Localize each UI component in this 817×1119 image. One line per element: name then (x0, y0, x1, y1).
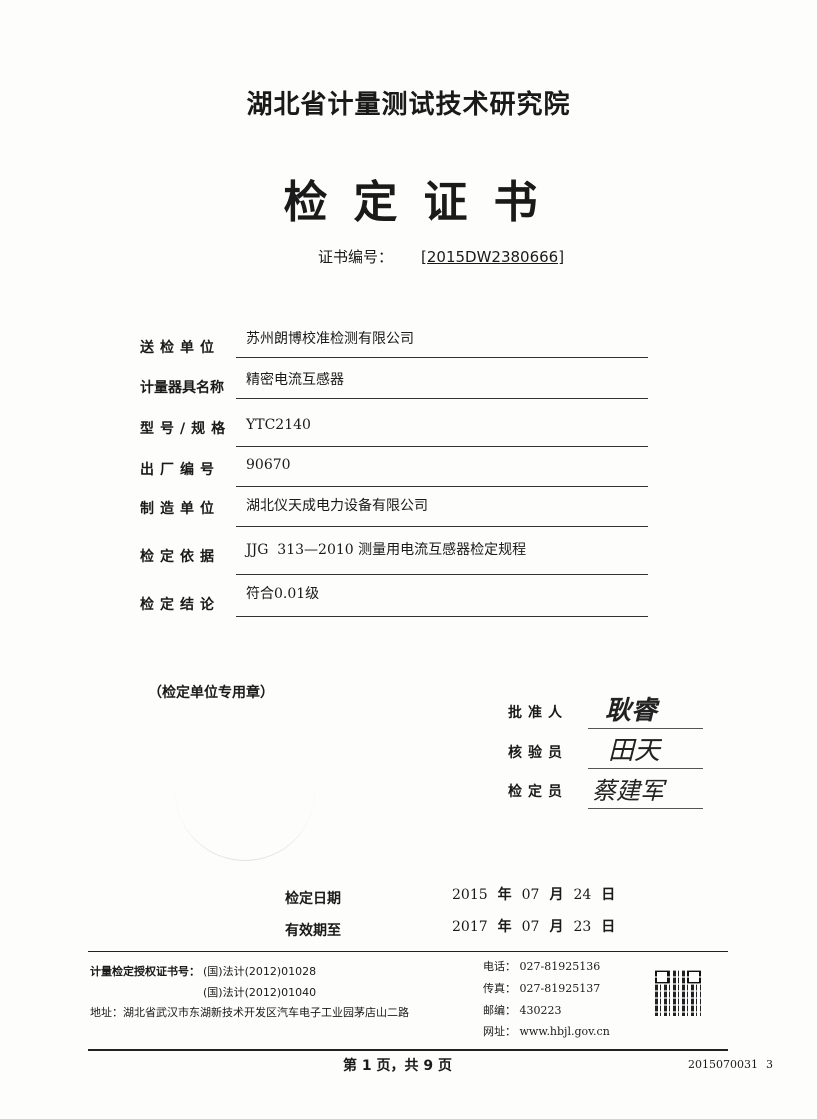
postcode: 邮编： 430223 (483, 1004, 562, 1017)
field-value: 精密电流互感器 (246, 372, 344, 388)
field-underline (236, 486, 648, 487)
verify-date: 2015 年 07 月 24 日 (452, 884, 625, 904)
signature: 蔡建军 (592, 777, 664, 805)
month: 07 (521, 919, 540, 935)
institute-name: 湖北省计量测试技术研究院 (246, 90, 571, 120)
day: 24 (573, 887, 592, 903)
signature: 田天 (608, 736, 661, 766)
month: 07 (521, 887, 540, 903)
signature-role: 核验员 (508, 745, 568, 761)
signature-line (588, 808, 703, 809)
address: 地址：湖北省武汉市东湖新技术开发区汽车电子工业园茅店山二路 (90, 1006, 409, 1019)
website: 网址： www.hbjl.gov.cn (483, 1025, 610, 1038)
document-title: 检定证书 (283, 177, 564, 228)
signature-line (588, 728, 703, 729)
page-indicator: 第 1 页，共 9 页 (343, 1058, 452, 1074)
footer-divider-top (88, 951, 728, 952)
footer-divider-bottom (88, 1049, 728, 1051)
verify-date-label: 检定日期 (285, 891, 341, 907)
cert-no-label: 证书编号： (318, 248, 394, 266)
auth-cert-label: 计量检定授权证书号： (90, 965, 200, 978)
copy-number: 3 (766, 1058, 773, 1071)
qr-code (655, 970, 701, 1016)
stamp-label: （检定单位专用章） (148, 685, 274, 701)
field-label: 送检单位 (140, 340, 220, 356)
day-unit: 日 (601, 887, 616, 903)
signature: 耿睿 (605, 696, 658, 726)
fax: 传真： 027-81925137 (483, 982, 601, 995)
field-underline (236, 357, 648, 358)
field-value: JJG 313—2010 测量用电流互感器检定规程 (246, 542, 527, 558)
field-value: 符合0.01级 (246, 586, 320, 602)
official-seal (175, 760, 315, 861)
field-underline (236, 616, 648, 617)
year: 2015 (452, 887, 488, 903)
field-value: 苏州朗博校准检测有限公司 (246, 331, 414, 347)
cert-no-value: [2015DW2380666] (421, 248, 565, 266)
field-underline (236, 574, 648, 575)
valid-until-label: 有效期至 (285, 923, 341, 939)
field-underline (236, 526, 648, 527)
signature-role: 批准人 (508, 705, 568, 721)
field-label: 型号/规格 (140, 421, 232, 437)
field-value: 湖北仪天成电力设备有限公司 (246, 498, 428, 514)
field-label: 计量器具名称 (140, 380, 224, 396)
field-underline (236, 446, 648, 447)
signature-role: 检定员 (508, 784, 568, 800)
field-label: 制造单位 (140, 501, 220, 517)
day: 23 (573, 919, 592, 935)
auth-cert-1: (国)法计(2012)01028 (203, 965, 317, 978)
auth-cert-2: (国)法计(2012)01040 (203, 986, 317, 999)
year: 2017 (452, 919, 488, 935)
month-unit: 月 (549, 919, 564, 935)
field-label: 检定结论 (140, 597, 220, 613)
phone: 电话： 027-81925136 (483, 960, 601, 973)
field-underline (236, 398, 648, 399)
certificate-number: 证书编号： [2015DW2380666] (318, 246, 564, 267)
field-label: 检定依据 (140, 549, 220, 565)
year-unit: 年 (497, 887, 512, 903)
field-value: YTC2140 (246, 417, 311, 433)
field-label: 出厂编号 (140, 462, 220, 478)
month-unit: 月 (549, 887, 564, 903)
day-unit: 日 (601, 919, 616, 935)
signature-line (588, 768, 703, 769)
document-number: 2015070031 (688, 1058, 758, 1071)
valid-until-date: 2017 年 07 月 23 日 (452, 916, 625, 936)
field-value: 90670 (246, 457, 291, 473)
year-unit: 年 (497, 919, 512, 935)
